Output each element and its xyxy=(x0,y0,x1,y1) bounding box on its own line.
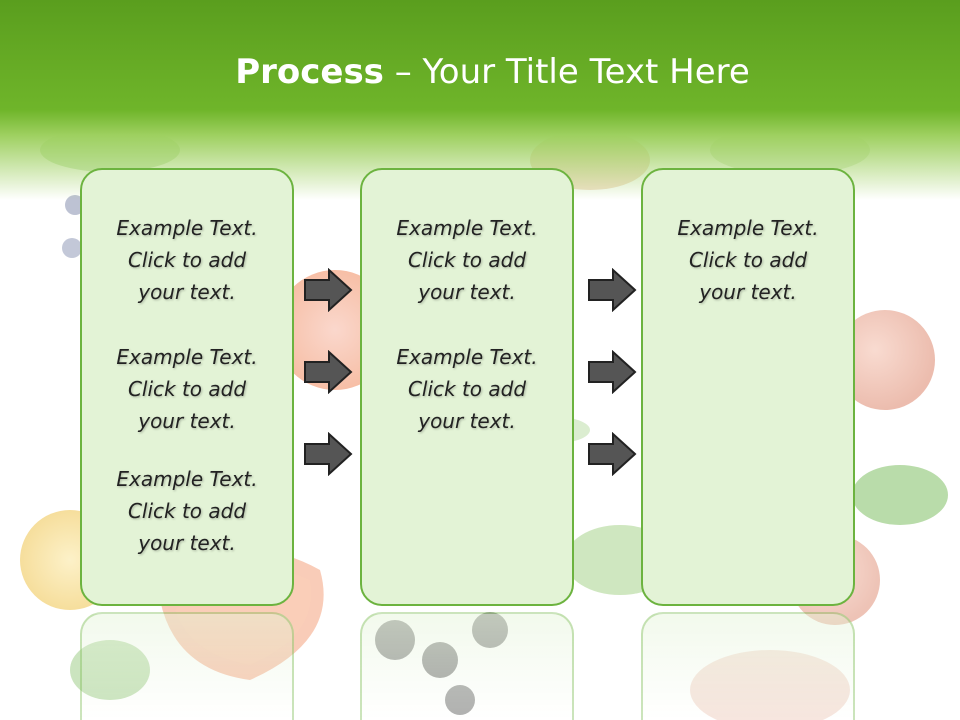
text-line: Click to add xyxy=(127,377,247,401)
box-reflection xyxy=(80,612,294,720)
text-line: your text. xyxy=(418,409,516,433)
text-line: Click to add xyxy=(407,248,527,272)
box-reflection xyxy=(360,612,574,720)
step-text-block[interactable]: Example Text. Click to add your text. xyxy=(82,463,292,559)
slide-title[interactable]: Process – Your Title Text Here xyxy=(0,52,960,92)
text-line: your text. xyxy=(699,280,797,304)
process-step-box-2[interactable]: Example Text. Click to add your text. Ex… xyxy=(360,168,574,606)
step-text-block[interactable]: Example Text. Click to add your text. xyxy=(82,212,292,308)
right-arrow-icon xyxy=(304,268,353,312)
right-arrow-icon xyxy=(588,268,637,312)
title-banner xyxy=(0,0,960,200)
step-text-block[interactable]: Example Text. Click to add your text. xyxy=(362,341,572,437)
text-line: your text. xyxy=(418,280,516,304)
text-line: Example Text. xyxy=(116,216,258,240)
right-arrow-icon xyxy=(588,432,637,476)
box-reflection xyxy=(641,612,855,720)
text-line: Click to add xyxy=(688,248,808,272)
title-rest-part: – Your Title Text Here xyxy=(383,52,750,92)
text-line: Example Text. xyxy=(116,345,258,369)
process-step-box-1[interactable]: Example Text. Click to add your text. Ex… xyxy=(80,168,294,606)
text-line: your text. xyxy=(138,531,236,555)
text-line: your text. xyxy=(138,409,236,433)
right-arrow-icon xyxy=(304,432,353,476)
right-arrow-icon xyxy=(588,350,637,394)
text-line: Example Text. xyxy=(396,345,538,369)
title-bold-part: Process xyxy=(235,52,384,92)
text-line: Click to add xyxy=(127,248,247,272)
text-line: Example Text. xyxy=(396,216,538,240)
process-step-box-3[interactable]: Example Text. Click to add your text. xyxy=(641,168,855,606)
right-arrow-icon xyxy=(304,350,353,394)
text-line: Example Text. xyxy=(116,467,258,491)
text-line: Example Text. xyxy=(677,216,819,240)
step-text-block[interactable]: Example Text. Click to add your text. xyxy=(643,212,853,308)
text-line: Click to add xyxy=(127,499,247,523)
text-line: your text. xyxy=(138,280,236,304)
step-text-block[interactable]: Example Text. Click to add your text. xyxy=(82,341,292,437)
text-line: Click to add xyxy=(407,377,527,401)
step-text-block[interactable]: Example Text. Click to add your text. xyxy=(362,212,572,308)
